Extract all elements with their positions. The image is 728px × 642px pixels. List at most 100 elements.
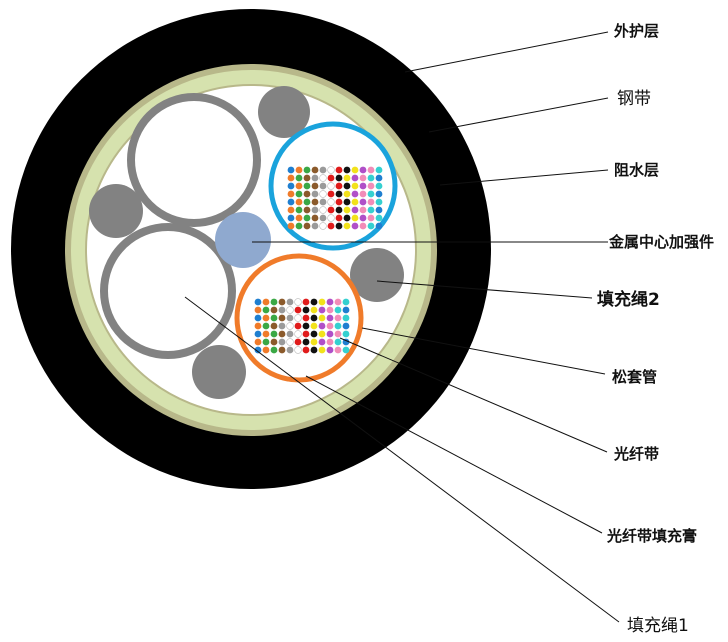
optical-fiber-dot: [335, 222, 343, 230]
optical-fiber-dot: [311, 222, 319, 230]
optical-fiber-dot: [270, 330, 278, 338]
optical-fiber-dot: [295, 166, 303, 174]
optical-fiber-dot: [342, 298, 350, 306]
fiber-ribbons-blue-tube: [287, 166, 383, 230]
optical-fiber-dot: [375, 166, 383, 174]
optical-fiber-dot: [287, 182, 295, 190]
optical-fiber-dot: [287, 214, 295, 222]
optical-fiber-dot: [335, 182, 343, 190]
optical-fiber-dot: [310, 338, 318, 346]
optical-fiber-dot: [278, 330, 286, 338]
optical-fiber-dot: [319, 182, 327, 190]
leader-filler-rope-1: [184, 296, 620, 623]
optical-fiber-dot: [303, 206, 311, 214]
optical-fiber-dot: [254, 306, 262, 314]
optical-fiber-dot: [303, 182, 311, 190]
optical-fiber-dot: [367, 190, 375, 198]
optical-fiber-dot: [254, 314, 262, 322]
optical-fiber-dot: [287, 166, 295, 174]
optical-fiber-dot: [319, 166, 327, 174]
optical-fiber-dot: [262, 306, 270, 314]
optical-fiber-dot: [262, 314, 270, 322]
optical-fiber-dot: [270, 314, 278, 322]
optical-fiber-dot: [270, 346, 278, 354]
optical-fiber-dot: [278, 314, 286, 322]
optical-fiber-dot: [302, 346, 310, 354]
optical-fiber-dot: [311, 174, 319, 182]
optical-fiber-dot: [310, 346, 318, 354]
optical-fiber-dot: [343, 198, 351, 206]
optical-fiber-dot: [351, 174, 359, 182]
optical-fiber-dot: [311, 182, 319, 190]
fiber-ribbons-orange-tube: [254, 298, 350, 354]
optical-fiber-dot: [295, 190, 303, 198]
optical-fiber-dot: [342, 306, 350, 314]
optical-fiber-dot: [326, 322, 334, 330]
optical-fiber-dot: [295, 198, 303, 206]
optical-fiber-dot: [319, 206, 327, 214]
optical-fiber-dot: [262, 330, 270, 338]
optical-fiber-dot: [326, 314, 334, 322]
optical-fiber-dot: [327, 166, 335, 174]
optical-fiber-dot: [367, 206, 375, 214]
optical-fiber-dot: [351, 182, 359, 190]
optical-fiber-dot: [351, 206, 359, 214]
leader-steel-tape: [428, 97, 609, 133]
leader-water-blocking: [439, 169, 609, 186]
optical-fiber-dot: [326, 338, 334, 346]
optical-fiber-dot: [310, 314, 318, 322]
optical-fiber-dot: [254, 298, 262, 306]
optical-fiber-dot: [294, 306, 302, 314]
optical-fiber-dot: [318, 306, 326, 314]
optical-fiber-dot: [278, 298, 286, 306]
optical-fiber-dot: [359, 190, 367, 198]
optical-fiber-dot: [351, 214, 359, 222]
optical-fiber-dot: [342, 314, 350, 322]
optical-fiber-dot: [318, 346, 326, 354]
optical-fiber-dot: [375, 182, 383, 190]
leader-fiber-ribbon: [339, 337, 608, 453]
optical-fiber-dot: [367, 198, 375, 206]
optical-fiber-dot: [295, 222, 303, 230]
label-steel-tape: 钢带: [617, 89, 651, 109]
optical-fiber-dot: [375, 214, 383, 222]
optical-fiber-dot: [287, 174, 295, 182]
optical-fiber-dot: [302, 298, 310, 306]
label-fiber-ribbon: 光纤带: [613, 445, 659, 463]
optical-fiber-dot: [295, 174, 303, 182]
optical-fiber-dot: [286, 330, 294, 338]
optical-fiber-dot: [367, 166, 375, 174]
optical-fiber-dot: [327, 206, 335, 214]
optical-fiber-dot: [286, 346, 294, 354]
optical-fiber-dot: [334, 314, 342, 322]
optical-fiber-dot: [327, 198, 335, 206]
optical-fiber-dot: [262, 338, 270, 346]
optical-fiber-dot: [335, 214, 343, 222]
optical-fiber-dot: [310, 322, 318, 330]
filler-rope-2: [350, 248, 404, 302]
filler-rope-1: [100, 223, 236, 359]
optical-fiber-dot: [319, 214, 327, 222]
optical-fiber-dot: [295, 182, 303, 190]
optical-fiber-dot: [286, 306, 294, 314]
optical-fiber-dot: [326, 330, 334, 338]
optical-fiber-dot: [302, 322, 310, 330]
optical-fiber-dot: [327, 214, 335, 222]
optical-fiber-dot: [270, 306, 278, 314]
optical-fiber-dot: [375, 198, 383, 206]
optical-fiber-dot: [318, 338, 326, 346]
optical-fiber-dot: [335, 190, 343, 198]
optical-fiber-dot: [294, 346, 302, 354]
label-filler-rope-1: 填充绳1: [627, 616, 689, 636]
optical-fiber-dot: [295, 214, 303, 222]
leader-outer-sheath: [404, 31, 609, 73]
optical-fiber-dot: [367, 182, 375, 190]
optical-fiber-dot: [335, 206, 343, 214]
optical-fiber-dot: [327, 190, 335, 198]
optical-fiber-dot: [351, 166, 359, 174]
optical-fiber-dot: [327, 174, 335, 182]
optical-fiber-dot: [310, 330, 318, 338]
optical-fiber-dot: [303, 222, 311, 230]
optical-fiber-dot: [318, 322, 326, 330]
